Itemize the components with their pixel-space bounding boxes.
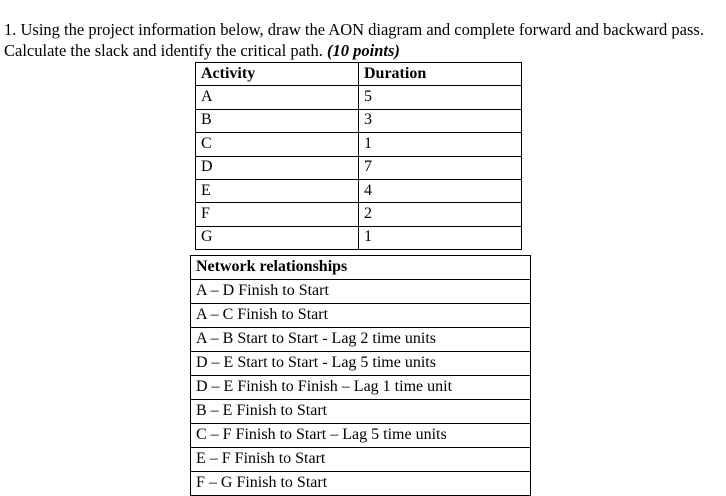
column-header-duration: Duration <box>358 61 522 87</box>
table-row: F – G Finish to Start <box>190 471 531 496</box>
cell-activity: E <box>195 178 359 204</box>
table-row: A – D Finish to Start <box>190 279 531 304</box>
cell-relationship: D – E Finish to Finish – Lag 1 time unit <box>190 375 531 400</box>
points-label: (10 points) <box>327 40 400 60</box>
cell-relationship: C – F Finish to Start – Lag 5 time units <box>190 423 531 448</box>
cell-duration: 3 <box>358 108 522 134</box>
table-row: D – E Finish to Finish – Lag 1 time unit <box>190 375 531 400</box>
question-text: 1. Using the project information below, … <box>4 19 704 60</box>
table-header-row: Activity Duration <box>195 61 522 87</box>
cell-duration: 5 <box>358 85 522 110</box>
network-relationships-table: Network relationships A – D Finish to St… <box>190 255 531 496</box>
table-row: D – E Start to Start - Lag 5 time units <box>190 351 531 376</box>
table-row: A – B Start to Start - Lag 2 time units <box>190 327 531 352</box>
cell-duration: 4 <box>358 178 522 204</box>
table-row: C 1 <box>195 132 522 157</box>
cell-relationship: A – C Finish to Start <box>190 303 531 328</box>
cell-duration: 1 <box>358 132 522 157</box>
cell-relationship: B – E Finish to Start <box>190 399 531 424</box>
cell-duration: 2 <box>358 202 522 227</box>
cell-relationship: A – B Start to Start - Lag 2 time units <box>190 327 531 352</box>
cell-activity: C <box>195 132 359 157</box>
table-row: F 2 <box>195 202 522 227</box>
column-header-network-relationships: Network relationships <box>190 255 531 280</box>
cell-relationship: D – E Start to Start - Lag 5 time units <box>190 351 531 376</box>
cell-activity: D <box>195 155 359 180</box>
column-header-activity: Activity <box>195 61 359 87</box>
question-prompt: 1. Using the project information below, … <box>4 19 704 61</box>
table-row: C – F Finish to Start – Lag 5 time units <box>190 423 531 448</box>
activity-duration-table: Activity Duration A 5 B 3 C 1 D 7 E <box>195 61 522 251</box>
cell-activity: F <box>195 202 359 227</box>
cell-activity: G <box>195 225 359 251</box>
table-header-row: Network relationships <box>190 255 531 280</box>
cell-relationship: F – G Finish to Start <box>190 471 531 496</box>
cell-activity: B <box>195 108 359 134</box>
cell-duration: 1 <box>358 225 522 251</box>
table-row: A – C Finish to Start <box>190 303 531 328</box>
document-page: 1. Using the project information below, … <box>4 19 704 496</box>
cell-relationship: E – F Finish to Start <box>190 447 531 472</box>
table-row: E 4 <box>195 178 522 204</box>
cell-activity: A <box>195 85 359 110</box>
table-row: A 5 <box>195 85 522 110</box>
table-row: B 3 <box>195 108 522 134</box>
cell-relationship: A – D Finish to Start <box>190 279 531 304</box>
table-row: E – F Finish to Start <box>190 447 531 472</box>
table-row: B – E Finish to Start <box>190 399 531 424</box>
table-row: G 1 <box>195 225 522 251</box>
table-row: D 7 <box>195 155 522 180</box>
cell-duration: 7 <box>358 155 522 180</box>
